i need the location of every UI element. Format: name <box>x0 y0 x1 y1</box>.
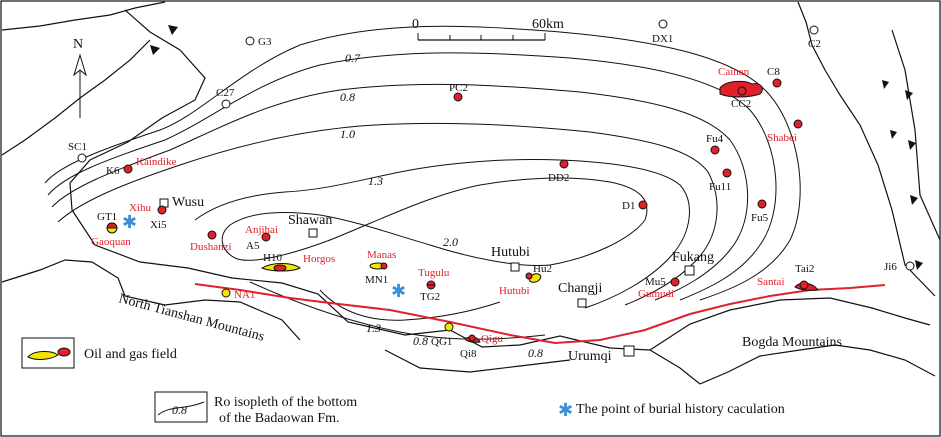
iso-label-1.3: 1.3 <box>368 174 383 188</box>
well-k6: K6 <box>106 165 120 177</box>
well-qi8: Qi8 <box>460 348 477 360</box>
field-tugulu: Tugulu <box>418 267 450 279</box>
field-na1: NA1 <box>234 289 255 301</box>
town-urumqi: Urumqi <box>568 349 612 364</box>
field-shabei: Shabei <box>767 132 797 144</box>
well-xi5: Xi5 <box>150 219 167 231</box>
well-h10: H10 <box>263 252 282 264</box>
field-manas: Manas <box>367 249 396 261</box>
iso-label-0.8: 0.8 <box>340 90 355 104</box>
iso-label-0.7: 0.7 <box>345 51 361 65</box>
field-kaindike: Kaindike <box>136 156 176 168</box>
field-qigu: Qigu <box>481 333 504 345</box>
well-tg2: TG2 <box>420 291 440 303</box>
town-hutubi: Hutubi <box>491 245 530 260</box>
field-gumudi: Gumudi <box>638 288 674 300</box>
burial-point-icon: ✱ <box>391 281 406 301</box>
well-dd2: DD2 <box>548 172 569 184</box>
well-mu5: Mu5 <box>645 276 666 288</box>
legend-iso-line2: of the Badaowan Fm. <box>219 411 340 426</box>
iso-label-2.0: 2.0 <box>443 235 458 249</box>
iso-label-1.3-south: 1.3 <box>366 321 381 335</box>
well-d1: D1 <box>622 200 635 212</box>
iso-label-0.8-east: 0.8 <box>528 346 543 360</box>
legend-burial-icon: ✱ <box>558 400 573 420</box>
towns: Wusu Shawan Hutubi Fukang Changji Urumqi <box>159 195 714 364</box>
north-arrow: N <box>73 37 87 118</box>
field-names: Kaindike Xihu Gaoquan Dushanzi Anjihai H… <box>91 66 797 345</box>
well-c27: C27 <box>216 87 235 99</box>
iso-label-0.8-south: 0.8 <box>413 334 428 348</box>
field-dushanzi: Dushanzi <box>190 241 232 253</box>
well-fu11: Fu11 <box>709 181 731 193</box>
well-hu2: Hu2 <box>533 263 552 275</box>
wells-oil: K6 Xi5 A5 PC2 DD2 D1 Fu4 Fu11 Fu5 C8 CC2… <box>106 66 814 288</box>
town-fukang: Fukang <box>672 250 714 265</box>
field-anjihai: Anjihai <box>245 224 278 236</box>
well-gt1: GT1 <box>97 211 117 223</box>
well-qg1: QG1 <box>431 336 452 348</box>
well-c2: C2 <box>808 38 821 50</box>
field-horgos: Horgos <box>303 253 335 265</box>
wells-open: G3 C27 SC1 DX1 C2 Ji6 <box>68 19 915 273</box>
legend: Oil and gas field 0.8 Ro isopleth of the… <box>21 337 785 426</box>
well-dx1: DX1 <box>652 33 673 45</box>
field-santai: Santai <box>757 276 785 288</box>
mountain-ticks <box>150 25 923 270</box>
isoline-labels: 0.7 0.8 1.0 1.3 2.0 1.3 0.8 0.8 <box>340 51 543 360</box>
legend-burial-label: The point of burial history caculation <box>576 402 785 417</box>
well-a5: A5 <box>246 240 260 252</box>
iso-label-1.0: 1.0 <box>340 127 355 141</box>
field-shapes <box>106 80 819 343</box>
north-arrow-icon <box>73 53 87 118</box>
well-ji6: Ji6 <box>884 261 897 273</box>
field-cainan: Cainan <box>718 66 750 78</box>
town-wusu: Wusu <box>172 195 204 210</box>
town-changji: Changji <box>558 281 602 296</box>
well-cc2: CC2 <box>731 98 751 110</box>
burial-point-icon: ✱ <box>122 212 137 232</box>
fault-line <box>194 283 886 345</box>
region-bogda: Bogda Mountains <box>742 335 842 350</box>
town-shawan: Shawan <box>288 213 332 228</box>
well-pc2: PC2 <box>449 82 468 94</box>
legend-oil-gas-label: Oil and gas field <box>84 347 177 362</box>
field-gaoquan: Gaoquan <box>91 236 131 248</box>
well-fu5: Fu5 <box>751 212 769 224</box>
scale-end-label: 60km <box>532 17 564 32</box>
field-hutubi: Hutubi <box>499 285 530 297</box>
well-sc1: SC1 <box>68 141 87 153</box>
scale-start-label: 0 <box>412 17 419 32</box>
scale-bar: 0 60km <box>412 17 564 41</box>
well-tai2: Tai2 <box>795 263 814 275</box>
well-fu4: Fu4 <box>706 133 724 145</box>
well-mn1: MN1 <box>365 274 388 286</box>
well-c8: C8 <box>767 66 780 78</box>
field-xihu: Xihu <box>129 202 152 214</box>
legend-iso-sample: 0.8 <box>172 403 187 417</box>
legend-iso-line1: Ro isopleth of the bottom <box>214 395 357 410</box>
burial-points: ✱ ✱ <box>122 212 406 301</box>
north-label: N <box>73 37 83 52</box>
well-g3: G3 <box>258 36 272 48</box>
